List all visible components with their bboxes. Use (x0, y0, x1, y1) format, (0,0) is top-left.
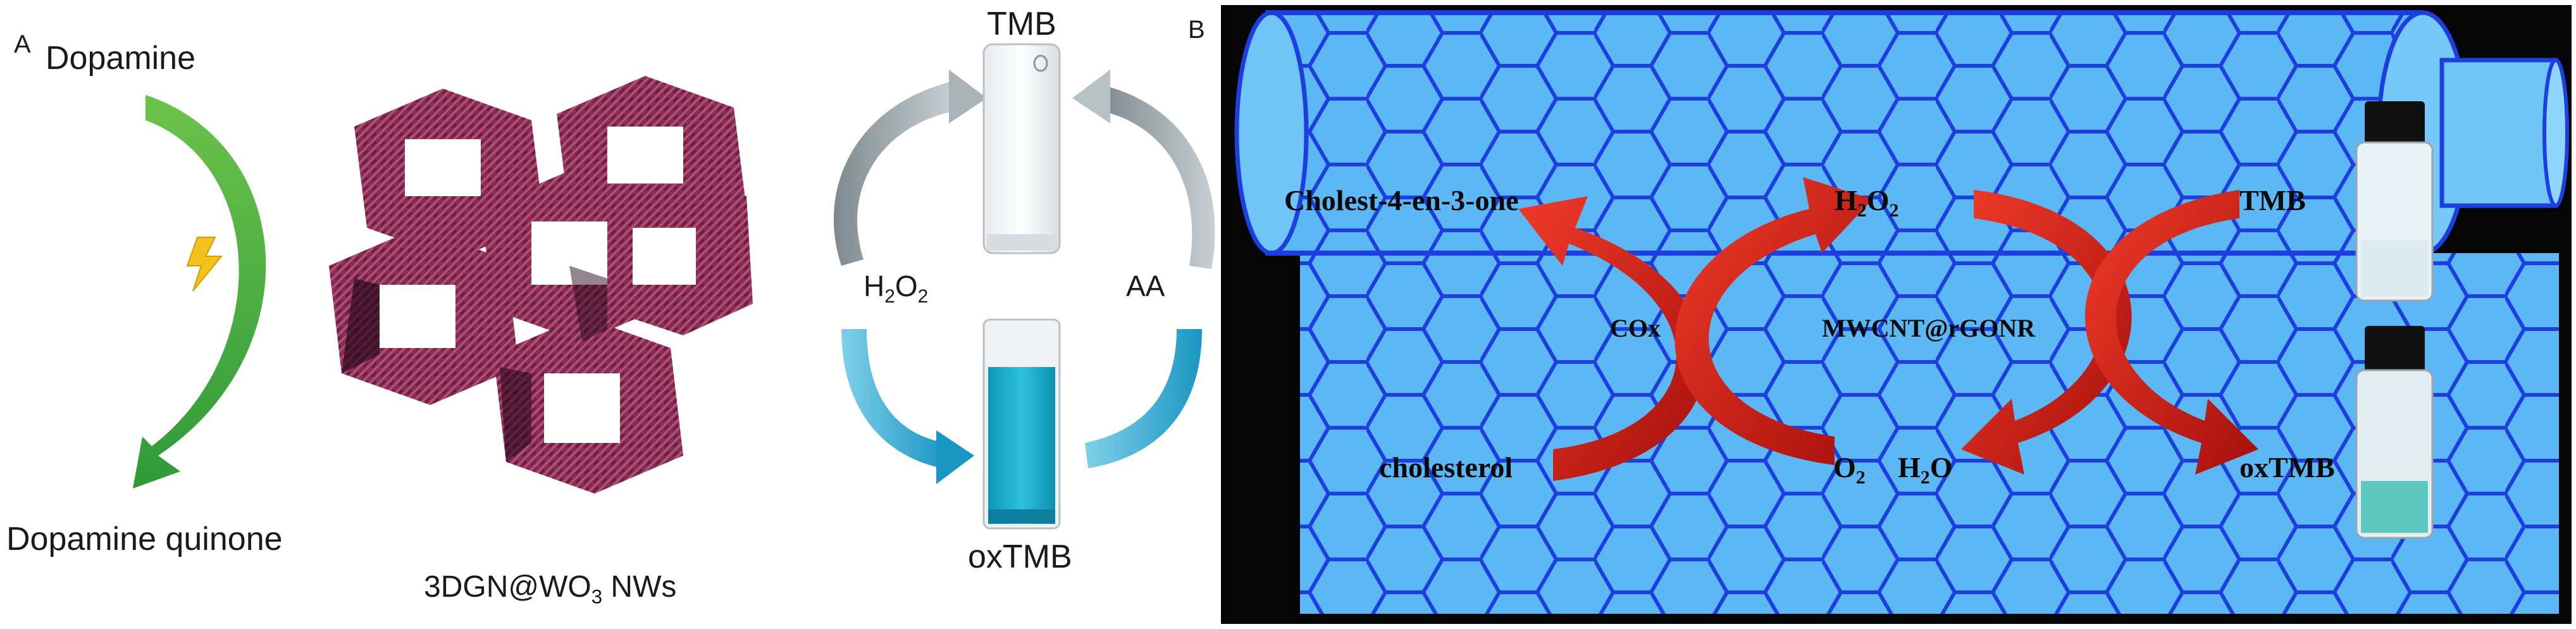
h2o2-oxidation-arrow (833, 70, 987, 266)
cox-reaction-arrows (1518, 177, 1873, 481)
cholestenone-label: Cholest-4-en-3-one (1284, 184, 1519, 216)
oxtmb-label-b: oxTMB (2239, 451, 2335, 483)
tmb-vial (982, 43, 1061, 254)
dopamine-label: Dopamine (46, 40, 196, 77)
h2o2-label-b: H2O2 (1835, 184, 1899, 221)
lightning-icon (186, 237, 223, 292)
aa-label: AA (1126, 270, 1165, 302)
h2o2-label-a: H2O2 (864, 270, 929, 308)
catalyst-label: MWCNT@rGONR (1822, 314, 2036, 342)
panel-b-letter: B (1188, 16, 1205, 44)
oxtmb-vial (982, 318, 1061, 530)
cox-label: COx (1610, 314, 1661, 342)
dopamine-oxidation-arrow (133, 95, 266, 489)
oxtmb-label: oxTMB (968, 539, 1072, 575)
tmb-label-b: TMB (2239, 184, 2306, 216)
peroxidase-reaction-arrows (1961, 190, 2258, 475)
tmb-vial-b (2355, 101, 2434, 302)
o2-label: O2 (1833, 451, 1866, 489)
aa-reduction-arrow-upper (1072, 70, 1215, 269)
oxtmb-vial-b (2355, 326, 2434, 539)
3dgn-wo3-framework-icon (329, 76, 753, 494)
dopamine-quinone-label: Dopamine quinone (6, 521, 283, 557)
panel-a-letter: A (14, 30, 31, 58)
cholesterol-label: cholesterol (1379, 451, 1513, 483)
h2o2-to-oxtmb-arrow (841, 329, 974, 484)
h2o-label: H2O (1898, 451, 1953, 489)
mwcnt-tube (1234, 10, 2569, 614)
aa-reduction-arrow-lower (1085, 329, 1202, 468)
tmb-label: TMB (987, 6, 1056, 42)
material-label: 3DGN@WO3 NWs (424, 570, 677, 608)
